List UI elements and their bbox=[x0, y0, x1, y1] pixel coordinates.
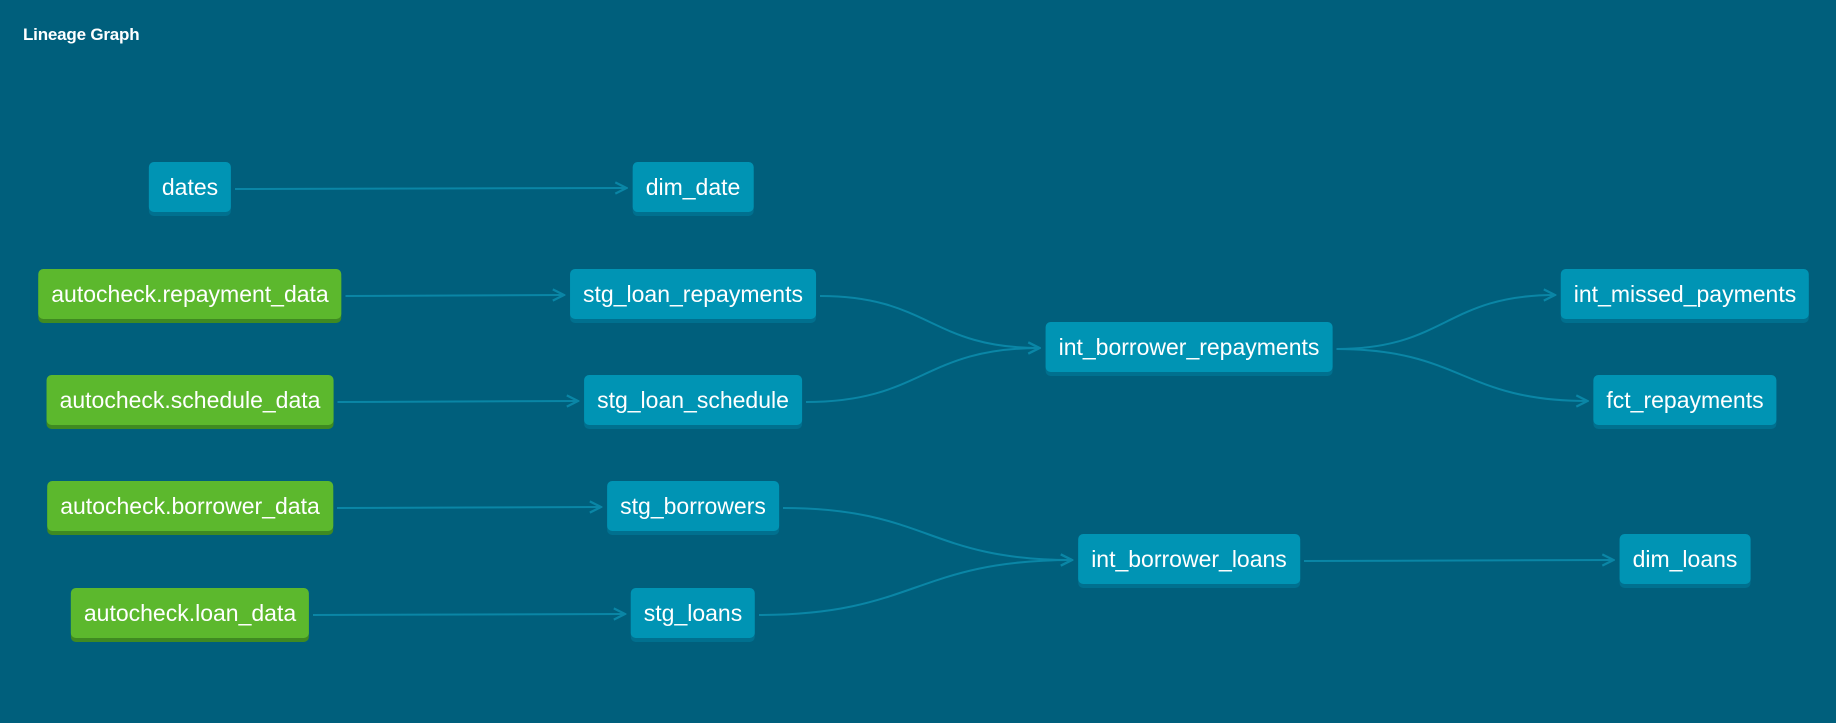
node-dim-date[interactable]: dim_date bbox=[632, 162, 754, 212]
edge-dates-to-dim-date bbox=[234, 188, 627, 189]
node-int-borrower-loans[interactable]: int_borrower_loans bbox=[1078, 534, 1300, 584]
edge-stg-loans-to-int-borrower-loans bbox=[758, 560, 1072, 616]
node-dates[interactable]: dates bbox=[148, 162, 232, 212]
node-src-repayment[interactable]: autocheck.repayment_data bbox=[38, 269, 342, 319]
node-src-loan[interactable]: autocheck.loan_data bbox=[70, 588, 310, 638]
node-stg-loan-repayments[interactable]: stg_loan_repayments bbox=[570, 269, 816, 319]
edge-src-loan-to-stg-loans bbox=[312, 614, 625, 615]
page-title: Lineage Graph bbox=[23, 25, 140, 44]
node-stg-loans[interactable]: stg_loans bbox=[630, 588, 756, 638]
edge-src-schedule-to-stg-loan-schedule bbox=[337, 401, 579, 402]
edge-int-borrower-repayments-to-int-missed-payments bbox=[1336, 295, 1556, 350]
node-stg-loan-schedule[interactable]: stg_loan_schedule bbox=[584, 375, 802, 425]
node-fct-repayments[interactable]: fct_repayments bbox=[1593, 375, 1777, 425]
edge-int-borrower-repayments-to-fct-repayments bbox=[1336, 348, 1588, 401]
edge-int-borrower-loans-to-dim-loans bbox=[1303, 560, 1614, 561]
edge-src-borrower-to-stg-borrowers bbox=[336, 507, 601, 508]
node-src-borrower[interactable]: autocheck.borrower_data bbox=[47, 481, 333, 531]
node-int-borrower-repayments[interactable]: int_borrower_repayments bbox=[1045, 322, 1333, 372]
edge-src-repayment-to-stg-loan-repayments bbox=[345, 295, 565, 296]
edge-stg-loan-repayments-to-int-borrower-repayments bbox=[819, 295, 1040, 348]
node-stg-borrowers[interactable]: stg_borrowers bbox=[607, 481, 779, 531]
node-dim-loans[interactable]: dim_loans bbox=[1619, 534, 1751, 584]
node-src-schedule[interactable]: autocheck.schedule_data bbox=[46, 375, 334, 425]
edge-stg-borrowers-to-int-borrower-loans bbox=[782, 507, 1072, 560]
edge-stg-loan-schedule-to-int-borrower-repayments bbox=[805, 348, 1040, 403]
node-int-missed-payments[interactable]: int_missed_payments bbox=[1560, 269, 1810, 319]
